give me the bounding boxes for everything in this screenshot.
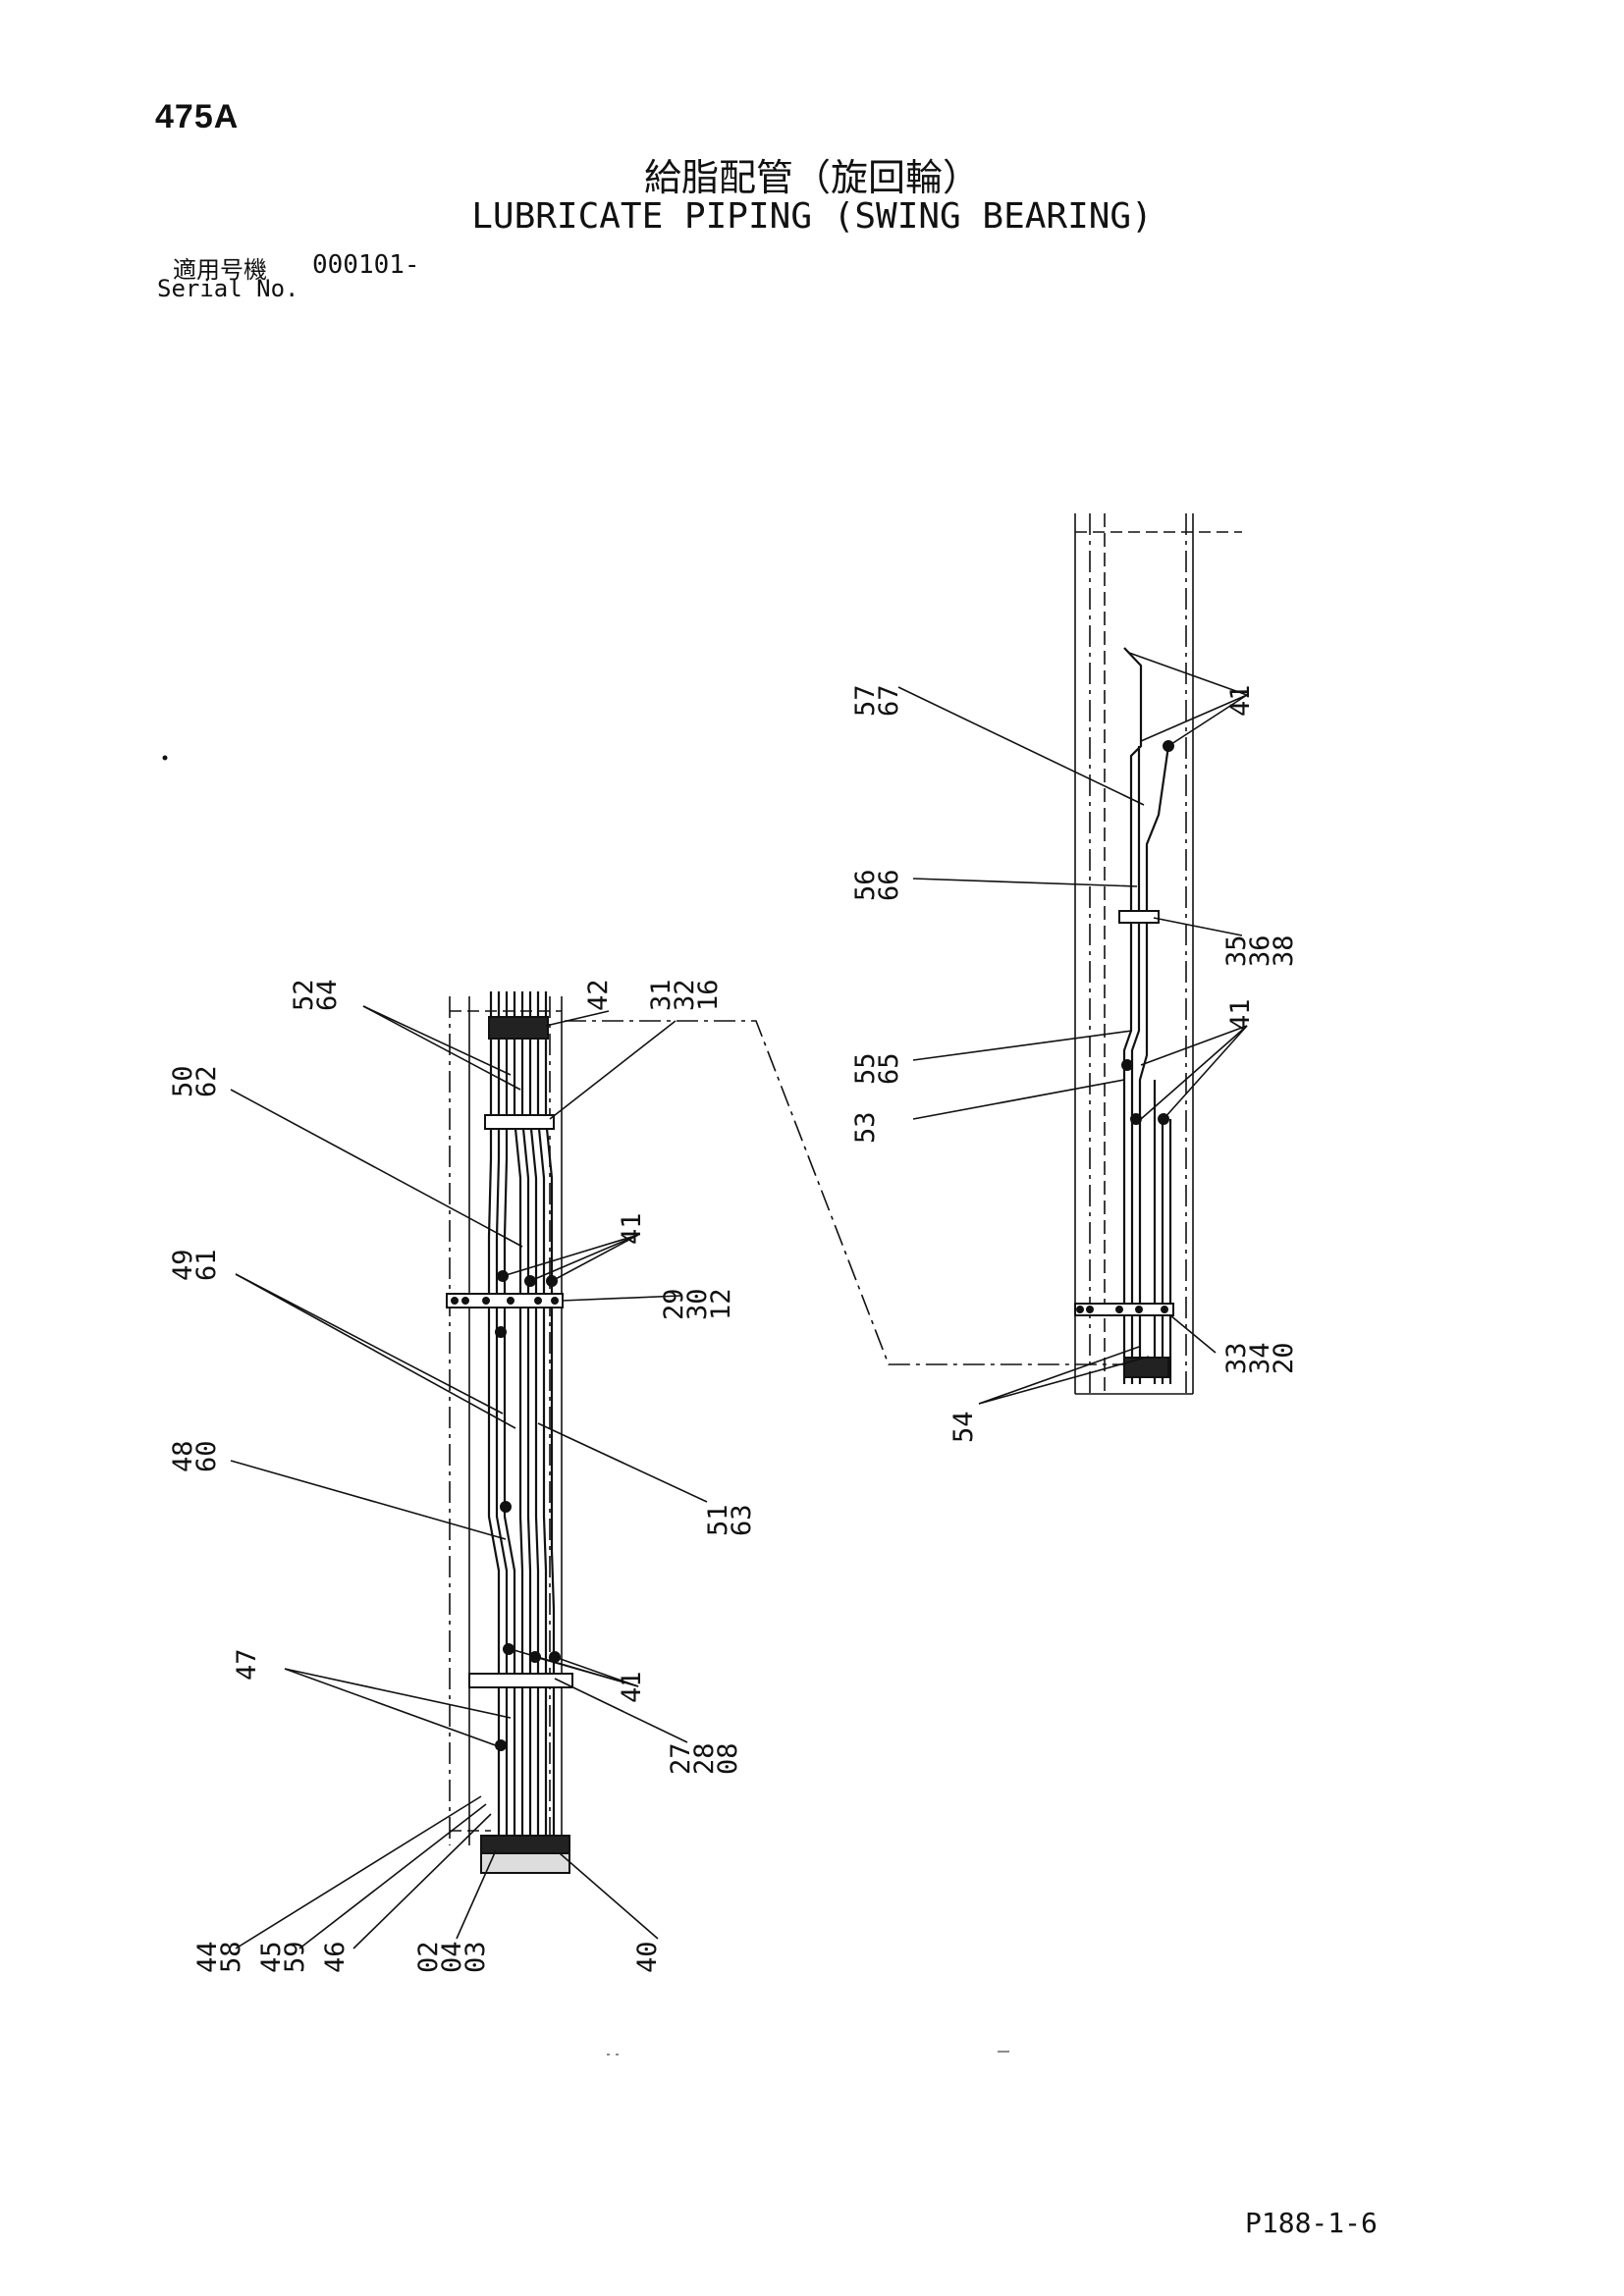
serial-value: 000101- — [312, 250, 420, 280]
callout-number: 46 — [320, 1941, 351, 1973]
callout-number: 31 — [646, 979, 677, 1011]
callout-41-right: 41 — [1225, 998, 1256, 1031]
left-frame-outline — [449, 996, 563, 1845]
callout-number: 48 — [168, 1440, 198, 1472]
callout-40: 40 — [632, 1941, 663, 1973]
callout-42: 42 — [583, 979, 614, 1011]
callout-44-58: 44 58 — [192, 1941, 246, 1973]
callout-50-62: 50 62 — [168, 1065, 222, 1097]
callout-number: 27 — [666, 1742, 696, 1775]
callout-number: 59 — [280, 1941, 310, 1973]
serial-label-japanese: 適用号機 — [173, 256, 267, 284]
callout-53: 53 — [850, 1111, 881, 1144]
callout-number: 38 — [1269, 934, 1299, 967]
callout-number: 12 — [706, 1288, 736, 1320]
callout-49-61: 49 61 — [168, 1249, 222, 1281]
title-japanese: 給脂配管（旋回輪） — [643, 156, 980, 199]
callout-number: 54 — [948, 1411, 979, 1443]
right-clamps — [1074, 740, 1174, 1378]
callout-number: 04 — [437, 1941, 467, 1973]
callout-46: 46 — [320, 1941, 351, 1973]
callout-41-mid: 41 — [617, 1212, 647, 1245]
serial-label-english: Serial No. — [157, 275, 299, 302]
callout-number: 60 — [191, 1440, 222, 1472]
callout-number: 67 — [874, 684, 904, 717]
callout-number: 28 — [689, 1742, 720, 1775]
callout-number: 50 — [168, 1065, 198, 1097]
callout-number: 61 — [191, 1249, 222, 1281]
callout-number: 30 — [682, 1288, 713, 1320]
detail-link-line — [565, 1020, 1129, 1365]
left-pipe-bundle — [487, 991, 556, 1845]
callout-47: 47 — [232, 1648, 262, 1681]
callout-45-59: 45 59 — [256, 1941, 310, 1973]
callout-number: 52 — [289, 979, 319, 1011]
callout-51-63: 51 63 — [703, 1504, 757, 1536]
callout-02-04-03: 02 04 03 — [413, 1941, 491, 1973]
callout-33-34-20: 33 34 20 — [1221, 1342, 1299, 1374]
right-pipe-bundle — [1122, 647, 1172, 1384]
callout-29-30-12: 29 30 12 — [659, 1288, 736, 1320]
callout-27-28-08: 27 28 08 — [666, 1742, 743, 1775]
left-clamps — [446, 1016, 573, 1874]
callout-number: 49 — [168, 1249, 198, 1281]
callout-number: 55 — [850, 1052, 881, 1085]
callout-number: 03 — [460, 1941, 491, 1973]
callout-number: 41 — [617, 1671, 647, 1703]
leader-lines — [230, 652, 1248, 1949]
callout-number: 47 — [232, 1648, 262, 1681]
drawing-code: P188-1-6 — [1245, 2207, 1378, 2239]
callout-52-64: 52 64 — [289, 979, 343, 1011]
callout-number: 34 — [1245, 1342, 1275, 1374]
callout-number: 41 — [617, 1212, 647, 1245]
callout-number: 33 — [1221, 1342, 1252, 1374]
callout-number: 65 — [874, 1052, 904, 1085]
callout-number: 02 — [413, 1941, 444, 1973]
callout-number: 45 — [256, 1941, 287, 1973]
callout-number: 53 — [850, 1111, 881, 1144]
callout-57-67: 57 67 — [850, 684, 904, 717]
callout-number: 42 — [583, 979, 614, 1011]
callout-number: 58 — [216, 1941, 246, 1973]
callout-number: 51 — [703, 1504, 733, 1536]
callout-number: 08 — [713, 1742, 743, 1775]
page-number: 475A — [155, 98, 240, 135]
callout-number: 57 — [850, 684, 881, 717]
callout-number: 20 — [1269, 1342, 1299, 1374]
callout-number: 16 — [693, 979, 724, 1011]
callout-number: 66 — [874, 869, 904, 901]
callout-number: 62 — [191, 1065, 222, 1097]
callout-number: 41 — [1225, 998, 1256, 1031]
callout-41-lower: 41 — [617, 1671, 647, 1703]
callout-number: 32 — [670, 979, 700, 1011]
title-english: LUBRICATE PIPING (SWING BEARING) — [471, 196, 1153, 237]
callout-35-36-38: 35 36 38 — [1221, 934, 1299, 967]
callout-number: 40 — [632, 1941, 663, 1973]
speck-mark — [162, 755, 168, 761]
callout-number: 64 — [312, 979, 343, 1011]
callout-number: 44 — [192, 1941, 223, 1973]
callout-55-65: 55 65 — [850, 1052, 904, 1085]
callout-41-top: 41 — [1225, 684, 1256, 717]
callout-number: 41 — [1225, 684, 1256, 717]
right-frame-outline — [1074, 513, 1242, 1395]
callout-54: 54 — [948, 1411, 979, 1443]
callout-number: 29 — [659, 1288, 689, 1320]
callout-number: 56 — [850, 869, 881, 901]
callout-31-32-16: 31 32 16 — [646, 979, 724, 1011]
callout-48-60: 48 60 — [168, 1440, 222, 1472]
callout-number: 35 — [1221, 934, 1252, 967]
callout-number: 36 — [1245, 934, 1275, 967]
callout-number: 63 — [727, 1504, 757, 1536]
callout-56-66: 56 66 — [850, 869, 904, 901]
